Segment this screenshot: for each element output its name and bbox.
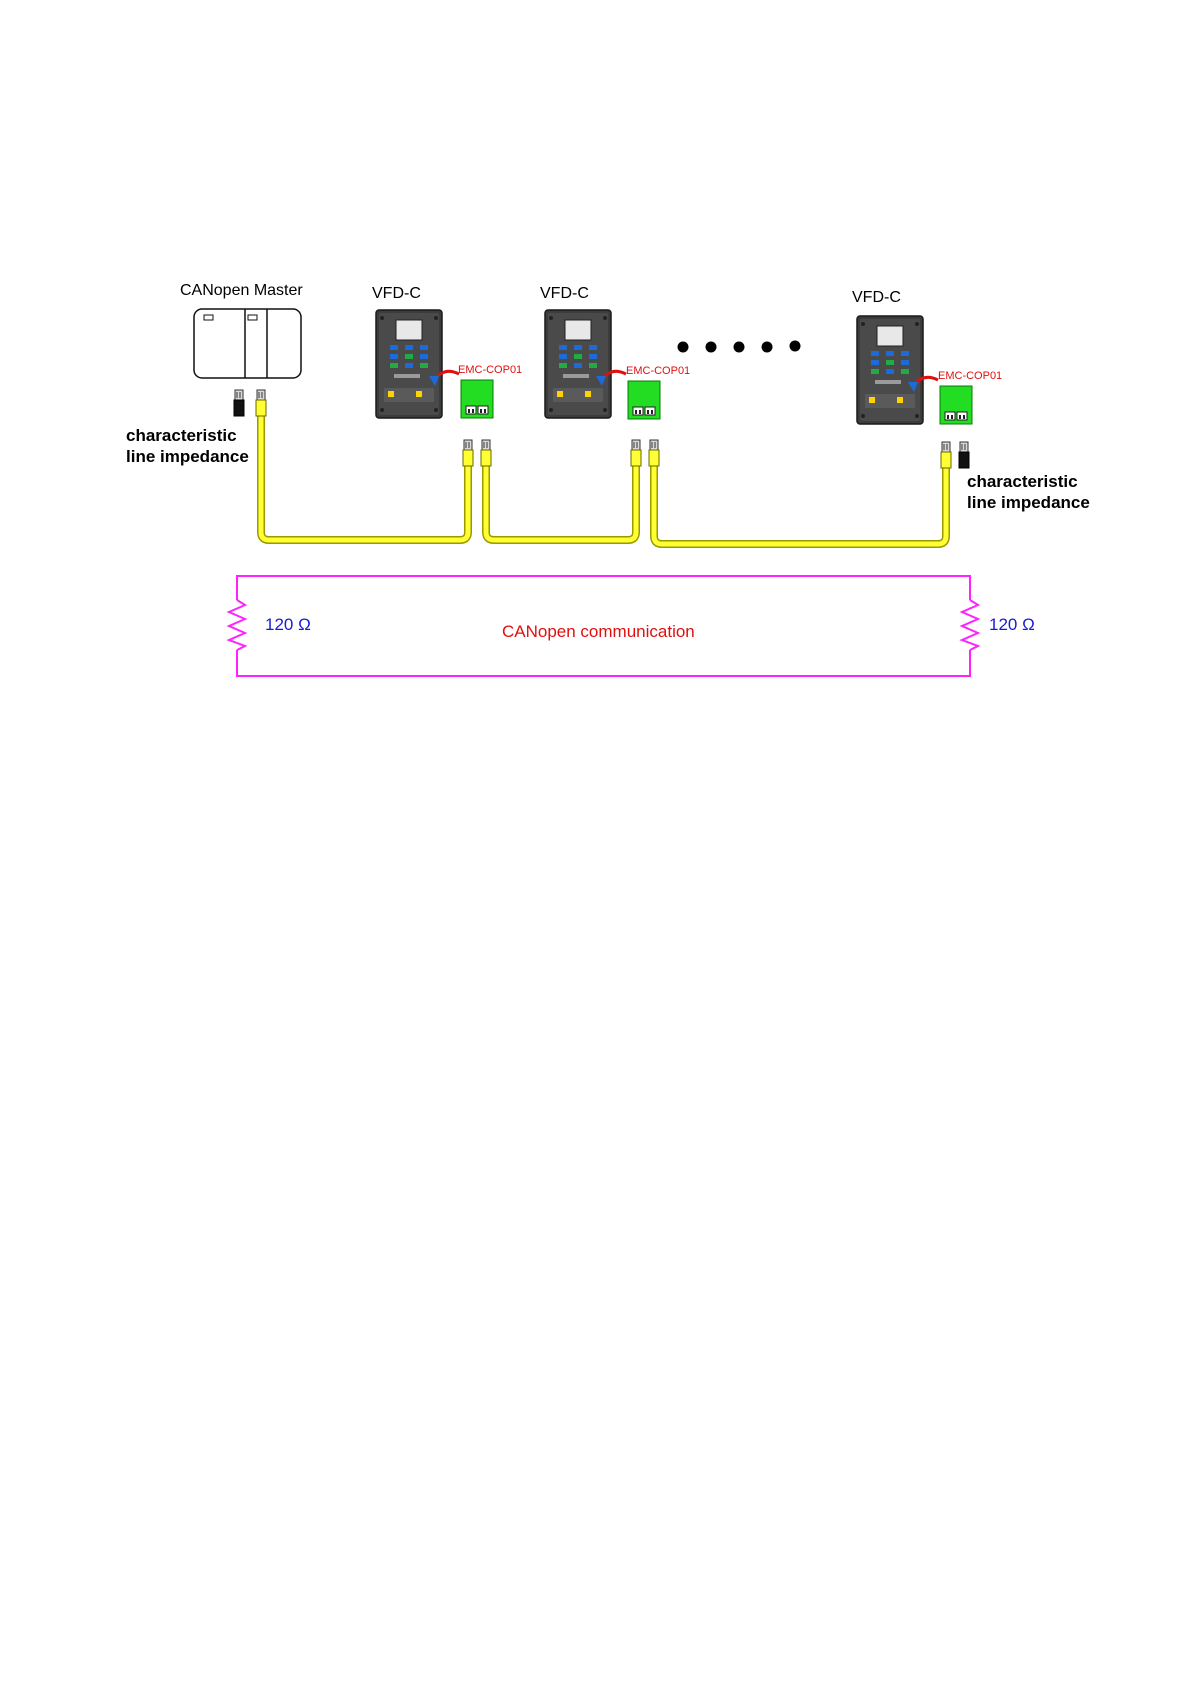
drive-3-vfd: [857, 316, 923, 424]
drive-3-module-label: EMC-COP01: [938, 370, 1002, 382]
resistor-right: [962, 600, 978, 650]
resistor-left: [229, 600, 245, 650]
drive-2-module-label: EMC-COP01: [626, 365, 690, 377]
terminator-plug-left: [234, 390, 244, 416]
terminator-plug-right: [959, 442, 969, 468]
drive-3-title: VFD-C: [852, 289, 901, 306]
drive-2-vfd: [545, 310, 611, 418]
drive-2-plug-in: [631, 440, 641, 466]
drive-2-title: VFD-C: [540, 285, 589, 302]
drive-1-plug-in: [463, 440, 473, 466]
terminator-right-line1: characteristic: [967, 472, 1078, 491]
master-title: CANopen Master: [180, 282, 303, 299]
drive-3-emc-cop01-module: [940, 386, 972, 424]
can-cable-routing: [261, 416, 946, 544]
resistor-right-label: 120 Ω: [989, 615, 1035, 634]
canopen-master-device: [194, 309, 301, 378]
drive-2-plug-out: [649, 440, 659, 466]
bus-label: CANopen communication: [502, 622, 695, 641]
more-drives-ellipsis: [678, 341, 801, 353]
terminator-left-line2: line impedance: [126, 447, 249, 466]
terminator-left-line1: characteristic: [126, 426, 237, 445]
drive-3-plug-in: [941, 442, 951, 468]
terminator-right-line2: line impedance: [967, 493, 1090, 512]
drive-1-title: VFD-C: [372, 285, 421, 302]
drive-1-plug-out: [481, 440, 491, 466]
drive-1-vfd: [376, 310, 442, 418]
resistor-left-label: 120 Ω: [265, 615, 311, 634]
master-cable-plug: [256, 390, 266, 416]
drive-1-module-label: EMC-COP01: [458, 364, 522, 376]
drive-2-emc-cop01-module: [628, 381, 660, 419]
drive-1-emc-cop01-module: [461, 380, 493, 418]
